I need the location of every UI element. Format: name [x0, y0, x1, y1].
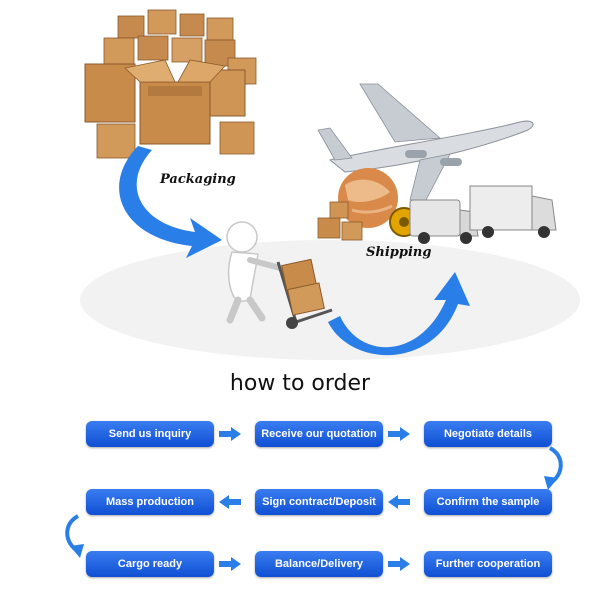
order-illustration [80, 9, 580, 360]
step-negotiate-details: Negotiate details [424, 421, 552, 447]
step-confirm-sample: Confirm the sample [424, 489, 552, 515]
arrow-right-icon [219, 427, 241, 441]
globe-icon [338, 168, 398, 228]
arrow-right-icon [219, 557, 241, 571]
step-balance-delivery: Balance/Delivery [255, 551, 383, 577]
truck-icon [469, 185, 557, 238]
curve-arrow-down-icon [544, 446, 563, 490]
shipping-boxes [317, 201, 363, 241]
airplane-icon [317, 83, 534, 201]
curve-arrow-down-icon [65, 514, 84, 558]
step-mass-production: Mass production [86, 489, 214, 515]
packaging-label: Packaging [160, 172, 236, 187]
cardboard-box-pile [84, 9, 257, 159]
arrow-left-icon [388, 495, 410, 509]
page-title: how to order [229, 371, 371, 396]
arrow-right-icon [388, 557, 410, 571]
arrow-right-icon [388, 427, 410, 441]
step-receive-quotation: Receive our quotation [255, 421, 383, 447]
flow-arrow-packaging [119, 146, 222, 258]
flow-arrow-shipping [328, 272, 470, 356]
step-sign-contract: Sign contract/Deposit [255, 489, 383, 515]
arrow-left-icon [219, 495, 241, 509]
step-further-cooperation: Further cooperation [424, 551, 552, 577]
shipping-label: Shipping [366, 245, 432, 260]
step-send-inquiry: Send us inquiry [86, 421, 214, 447]
person-with-hand-truck-icon [226, 221, 333, 329]
step-cargo-ready: Cargo ready [86, 551, 214, 577]
